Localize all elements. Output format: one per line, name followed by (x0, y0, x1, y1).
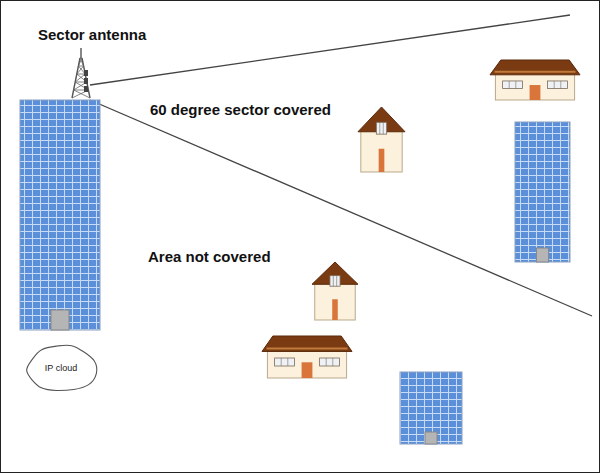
cloud-shape: IP cloud (20, 340, 102, 395)
house (490, 60, 580, 100)
house (358, 107, 405, 172)
caption-label: Sector antenna (38, 26, 146, 43)
office-building (400, 372, 462, 444)
caption-label: Area not covered (148, 248, 271, 265)
cloud-label: IP cloud (20, 340, 102, 373)
office-building (515, 122, 570, 262)
antenna-tower (72, 48, 90, 98)
house (312, 262, 358, 320)
house (262, 336, 352, 378)
sector-edge (90, 100, 592, 316)
office-building (20, 100, 100, 330)
caption-label: 60 degree sector covered (150, 101, 331, 118)
